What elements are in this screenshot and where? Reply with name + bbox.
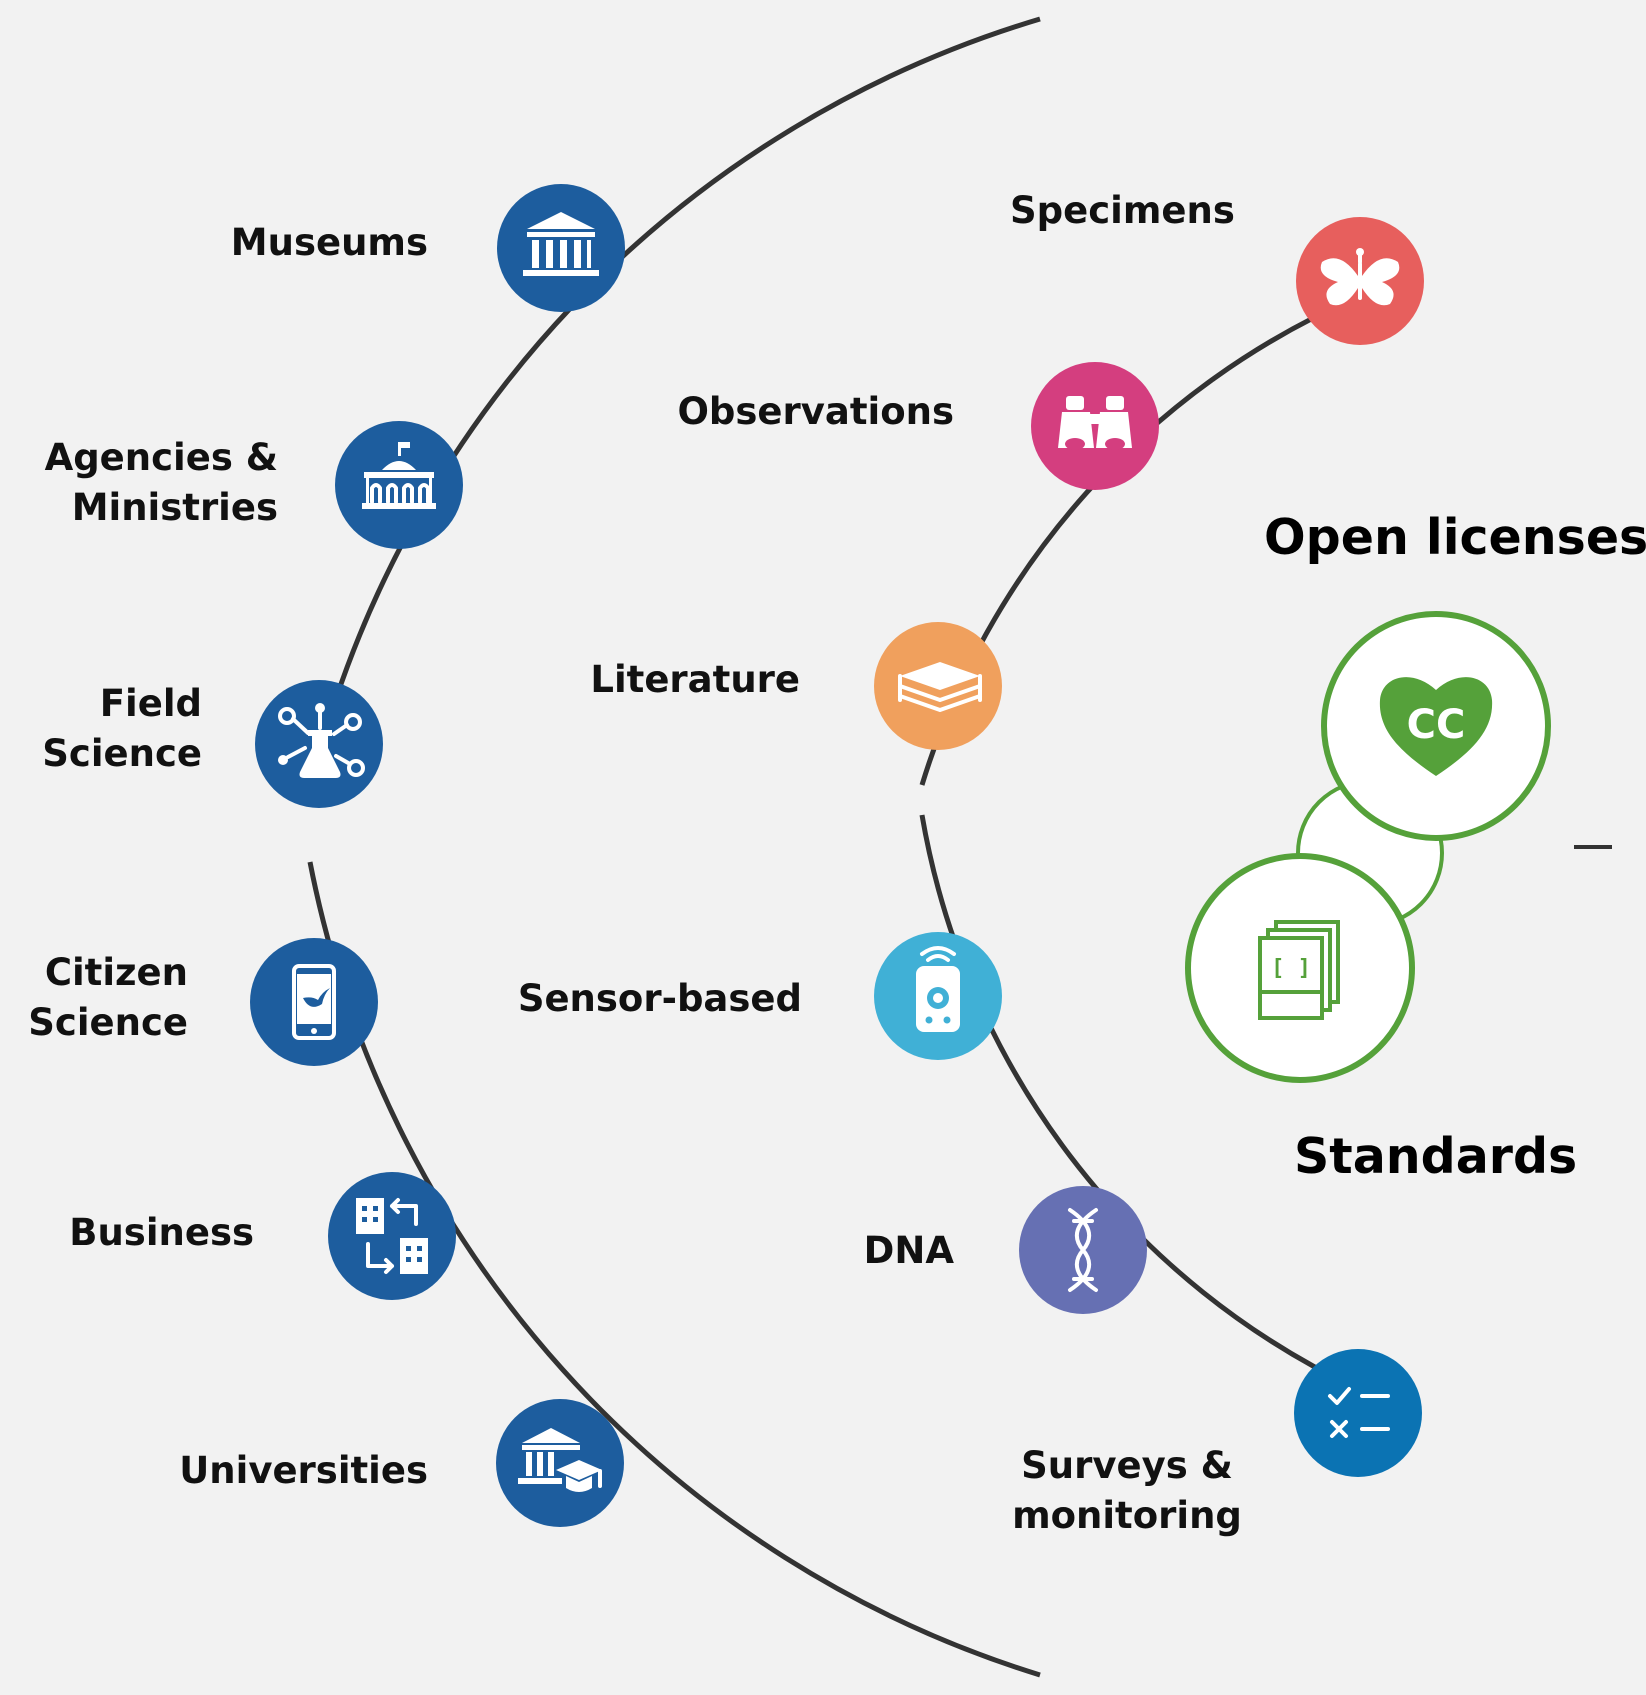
data-type-node-observations (1031, 362, 1159, 490)
provider-node-business (328, 1172, 456, 1300)
butterfly-icon (1320, 248, 1400, 306)
provider-node-agencies (335, 421, 463, 549)
data-type-node-specimens (1296, 217, 1424, 345)
provider-label-museums: Museums (230, 221, 428, 264)
provider-node-field-science (255, 680, 383, 808)
data-type-label-dna: DNA (863, 1229, 954, 1272)
checklist-icon (1328, 1387, 1390, 1438)
data-type-node-dna (1019, 1186, 1147, 1314)
data-type-label-observations: Observations (677, 390, 954, 433)
provider-label-universities: Universities (179, 1449, 428, 1492)
cc-text: CC (1407, 702, 1466, 748)
data-type-label-surveys: Surveys & monitoring (1012, 1444, 1242, 1537)
standards-heading: Standards (1294, 1128, 1578, 1185)
open-licenses-heading: Open licenses (1264, 509, 1646, 566)
books-icon (898, 662, 982, 712)
standards-documents-icon: [ ] (1258, 920, 1340, 1020)
data-type-label-sensor-based: Sensor-based (517, 977, 802, 1020)
provider-label-business: Business (69, 1211, 254, 1254)
provider-node-citizen-science (250, 938, 378, 1066)
museum-icon (523, 212, 599, 276)
bracket-text: [ ] (1271, 956, 1311, 981)
smartphone-bird-icon (292, 964, 336, 1040)
university-icon (518, 1428, 602, 1492)
data-type-label-specimens: Specimens (1010, 189, 1235, 232)
provider-label-citizen-science: Citizen Science (28, 951, 188, 1044)
dna-icon (1068, 1208, 1098, 1292)
cc-heart-icon: CC (1379, 677, 1493, 776)
provider-node-universities (496, 1399, 624, 1527)
sensor-device-icon (916, 946, 960, 1032)
data-type-label-literature: Literature (590, 658, 800, 701)
binoculars-icon (1058, 396, 1132, 450)
data-type-node-surveys (1294, 1349, 1422, 1477)
field-science-icon (278, 703, 365, 778)
data-type-node-literature (874, 622, 1002, 750)
provider-label-agencies: Agencies & Ministries (44, 436, 278, 529)
data-type-node-sensor-based (874, 932, 1002, 1060)
provider-label-field-science: Field Science (42, 682, 202, 775)
pillars-group: CC [ ] (1185, 611, 1612, 1083)
business-exchange-icon (356, 1198, 428, 1274)
provider-node-museums (497, 184, 625, 312)
government-building-icon (362, 442, 436, 509)
